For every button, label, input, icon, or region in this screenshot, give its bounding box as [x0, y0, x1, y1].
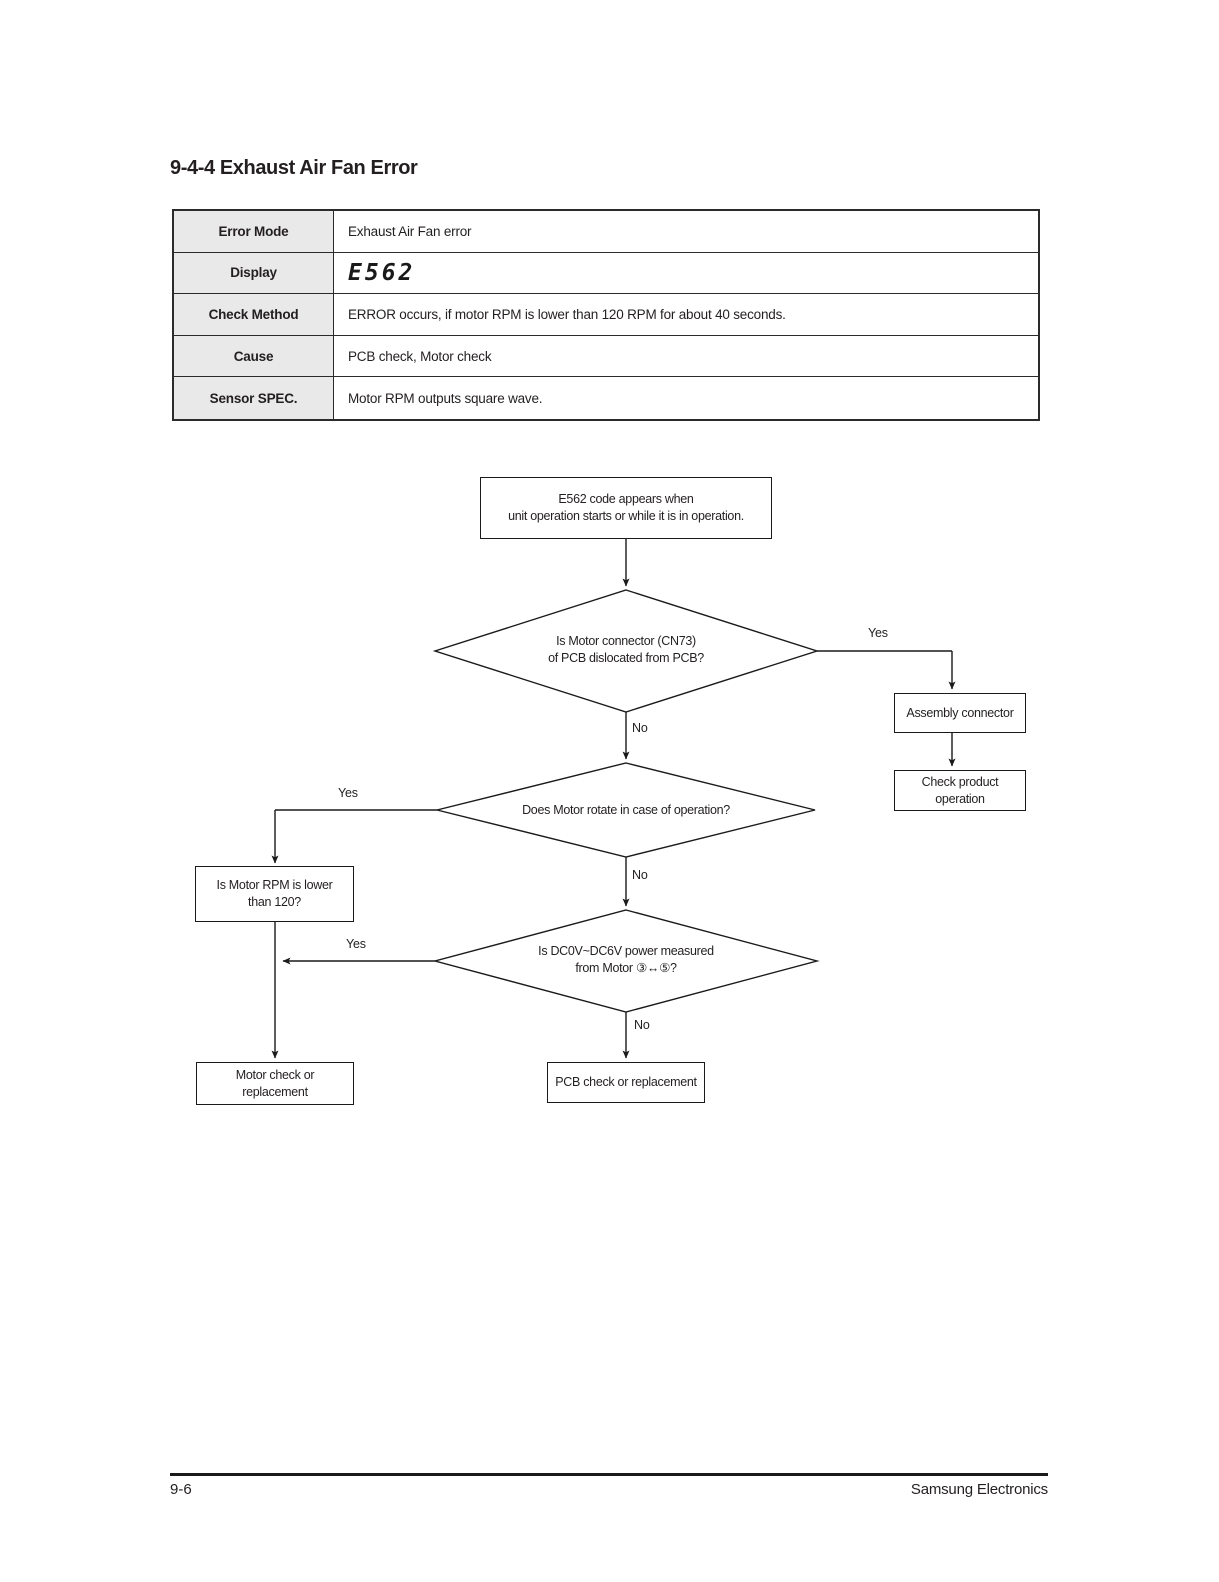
error-spec-table: Error Mode Exhaust Air Fan error Display… [172, 209, 1040, 421]
row-value-cause: PCB check, Motor check [348, 348, 492, 364]
table-row: Sensor SPEC. Motor RPM outputs square wa… [174, 377, 1038, 419]
decision-3-text: Is DC0V~DC6V power measured from Motor ③… [538, 944, 714, 975]
start-box: E562 code appears when unit operation st… [480, 477, 772, 539]
row-label-check-method: Check Method [174, 294, 334, 335]
label-yes-d2: Yes [338, 786, 358, 800]
row-value-display-code: E562 [348, 259, 416, 286]
row-label-error-mode: Error Mode [174, 211, 334, 252]
table-row: Display E562 [174, 252, 1038, 295]
label-yes-d3: Yes [346, 937, 366, 951]
label-no-d2: No [632, 868, 648, 882]
table-row: Cause PCB check, Motor check [174, 335, 1038, 378]
footer-page-number: 9-6 [170, 1481, 192, 1498]
row-label-display: Display [174, 252, 334, 294]
decision-1-text: Is Motor connector (CN73) of PCB disloca… [548, 634, 704, 665]
row-value-check-method: ERROR occurs, if motor RPM is lower than… [348, 306, 786, 322]
label-no-d1: No [632, 721, 648, 735]
row-label-cause: Cause [174, 335, 334, 377]
table-row: Check Method ERROR occurs, if motor RPM … [174, 294, 1038, 336]
label-yes-d1: Yes [868, 626, 888, 640]
check-product-operation-box: Check product operation [894, 770, 1026, 811]
row-value-error-mode: Exhaust Air Fan error [348, 223, 472, 239]
table-row: Error Mode Exhaust Air Fan error [174, 211, 1038, 253]
decision-2-text: Does Motor rotate in case of operation? [522, 802, 730, 817]
row-label-sensor-spec: Sensor SPEC. [174, 377, 334, 419]
page-title: 9-4-4 Exhaust Air Fan Error [170, 157, 418, 179]
row-value-sensor-spec: Motor RPM outputs square wave. [348, 390, 543, 406]
motor-check-replacement-box: Motor check or replacement [196, 1062, 354, 1105]
pcb-check-replacement-box: PCB check or replacement [547, 1062, 705, 1103]
motor-rpm-check-box: Is Motor RPM is lower than 120? [195, 866, 354, 922]
footer-divider [170, 1473, 1048, 1476]
label-no-d3: No [634, 1018, 650, 1032]
assembly-connector-box: Assembly connector [894, 693, 1026, 733]
footer-company: Samsung Electronics [910, 1481, 1048, 1498]
